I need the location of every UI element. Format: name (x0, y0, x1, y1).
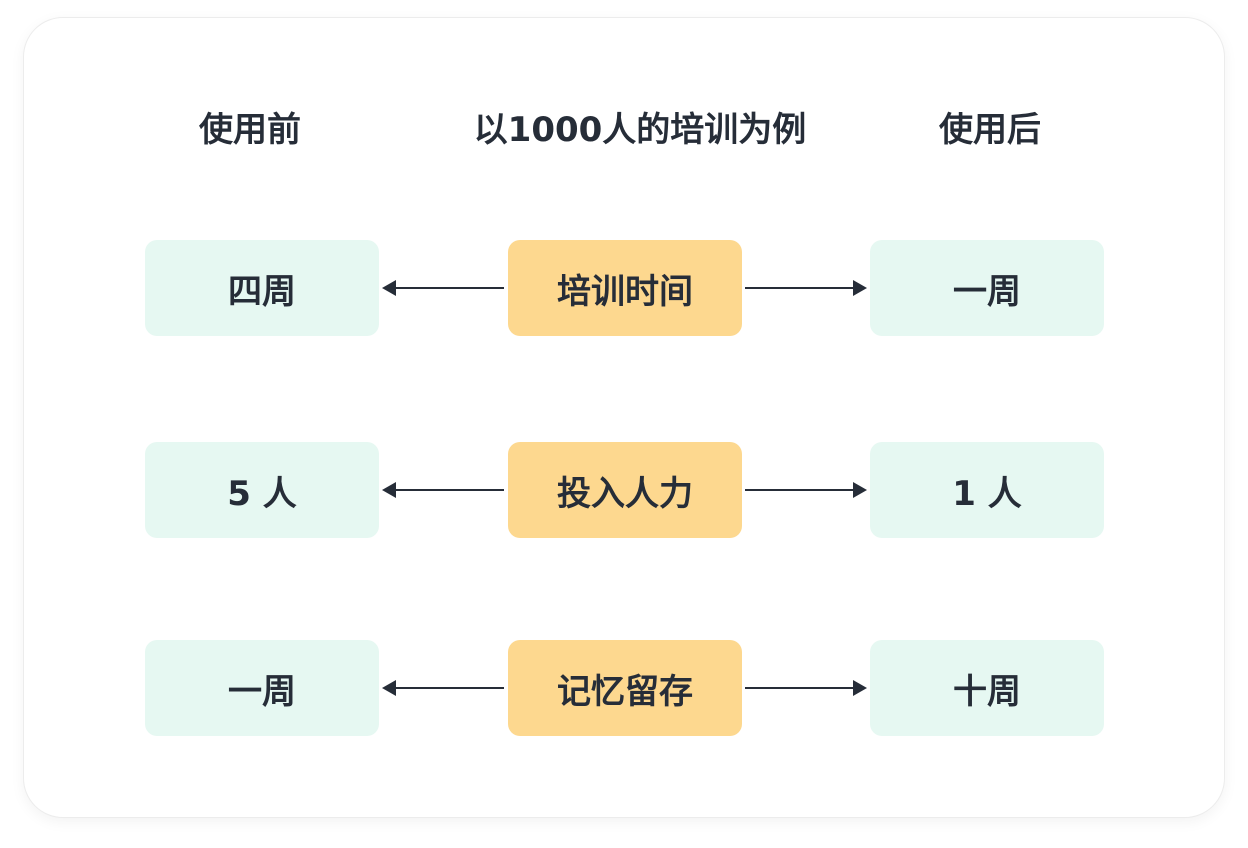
arrow-right-icon (745, 280, 867, 296)
metric-retention: 记忆留存 (508, 640, 742, 736)
after-value-training-time: 一周 (870, 240, 1104, 336)
arrow-left-icon (382, 280, 504, 296)
before-value-manpower: 5 人 (145, 442, 379, 538)
arrow-right-icon (745, 680, 867, 696)
header-after: 使用后 (939, 110, 1041, 150)
metric-training-time: 培训时间 (508, 240, 742, 336)
after-value-retention: 十周 (870, 640, 1104, 736)
before-value-retention: 一周 (145, 640, 379, 736)
arrow-left-icon (382, 482, 504, 498)
before-value-training-time: 四周 (145, 240, 379, 336)
header-before: 使用前 (199, 110, 301, 150)
metric-manpower: 投入人力 (508, 442, 742, 538)
arrow-left-icon (382, 680, 504, 696)
after-value-manpower: 1 人 (870, 442, 1104, 538)
arrow-right-icon (745, 482, 867, 498)
header-center: 以1000人的培训为例 (473, 110, 807, 150)
